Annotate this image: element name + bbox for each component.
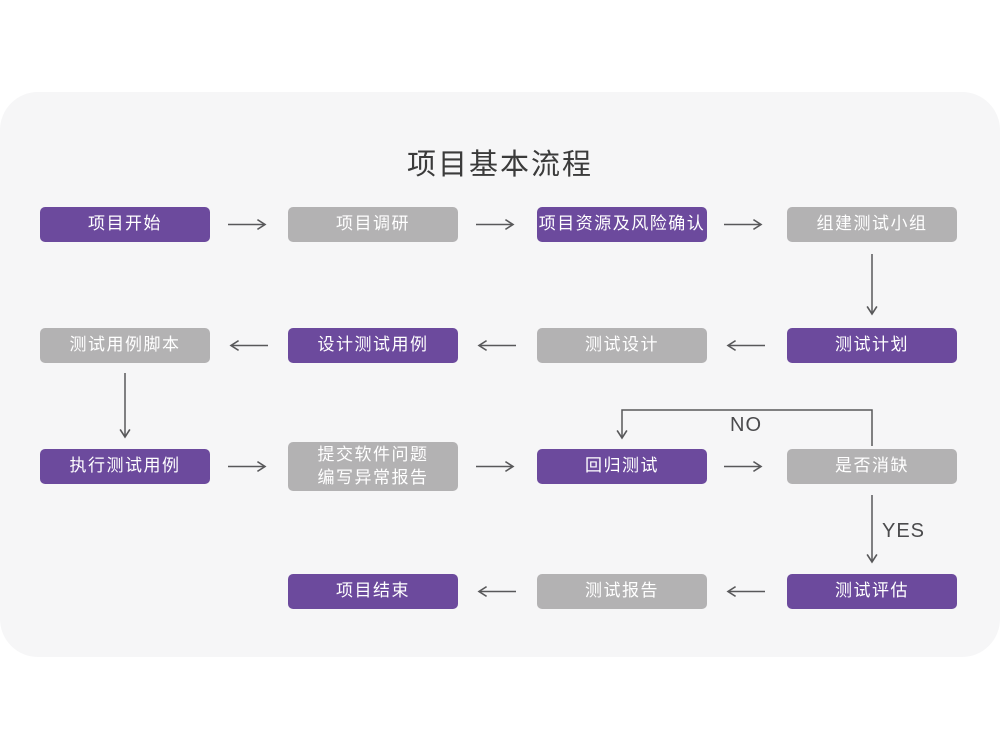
flowchart-card [0, 92, 1000, 657]
node-label: 回归测试 [585, 456, 659, 476]
branch-label-yes: YES [882, 520, 926, 542]
node-label-line1: 提交软件问题 [317, 444, 429, 464]
diagram-title: 项目基本流程 [406, 149, 593, 181]
node-test-case-script: 测试用例脚本 [40, 328, 210, 363]
node-label-line2: 编写异常报告 [317, 467, 429, 487]
node-label: 设计测试用例 [317, 335, 429, 355]
node-submit-issue-report: 提交软件问题 编写异常报告 [288, 442, 458, 491]
node-label: 测试计划 [835, 335, 909, 355]
node-label: 测试评估 [835, 581, 909, 601]
node-label: 项目资源及风险确认 [538, 214, 706, 234]
node-test-design: 测试设计 [537, 328, 707, 363]
node-label: 测试用例脚本 [69, 335, 181, 355]
node-execute-test-case: 执行测试用例 [40, 449, 210, 484]
node-label: 执行测试用例 [69, 456, 181, 476]
node-design-test-case: 设计测试用例 [288, 328, 458, 363]
node-project-end: 项目结束 [288, 574, 458, 609]
node-test-report: 测试报告 [537, 574, 707, 609]
node-resource-risk-confirm: 项目资源及风险确认 [537, 207, 707, 242]
node-regression-test: 回归测试 [537, 449, 707, 484]
node-label: 项目开始 [88, 214, 162, 234]
node-test-plan: 测试计划 [787, 328, 957, 363]
node-label: 测试设计 [585, 335, 659, 355]
node-label: 组建测试小组 [816, 214, 928, 234]
node-project-research: 项目调研 [288, 207, 458, 242]
node-build-test-team: 组建测试小组 [787, 207, 957, 242]
node-test-evaluation: 测试评估 [787, 574, 957, 609]
node-label: 项目结束 [336, 581, 410, 601]
node-label: 是否消缺 [835, 456, 909, 476]
node-project-start: 项目开始 [40, 207, 210, 242]
node-label: 项目调研 [336, 214, 410, 234]
branch-label-no: NO [730, 414, 762, 436]
node-defect-cleared: 是否消缺 [787, 449, 957, 484]
node-label: 测试报告 [585, 581, 659, 601]
